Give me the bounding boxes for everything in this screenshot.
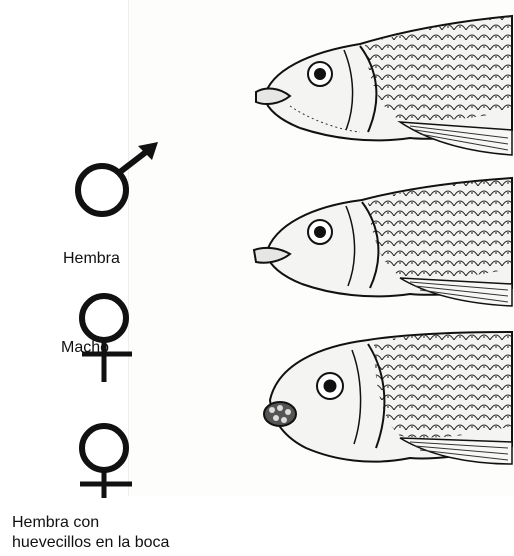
label-hembra-con-huevecillos-line2: huevecillos en la boca [12, 533, 169, 552]
male-symbol-icon [70, 140, 165, 230]
female-fish-head [250, 176, 514, 316]
label-hembra-con-huevecillos-line1: Hembra con [12, 513, 99, 532]
male-fish-head [250, 10, 514, 160]
female-symbol-icon [72, 420, 142, 500]
female-fish-head-mouthbrooding [250, 330, 514, 490]
label-macho: Macho [61, 338, 109, 357]
label-hembra: Hembra [63, 249, 120, 268]
